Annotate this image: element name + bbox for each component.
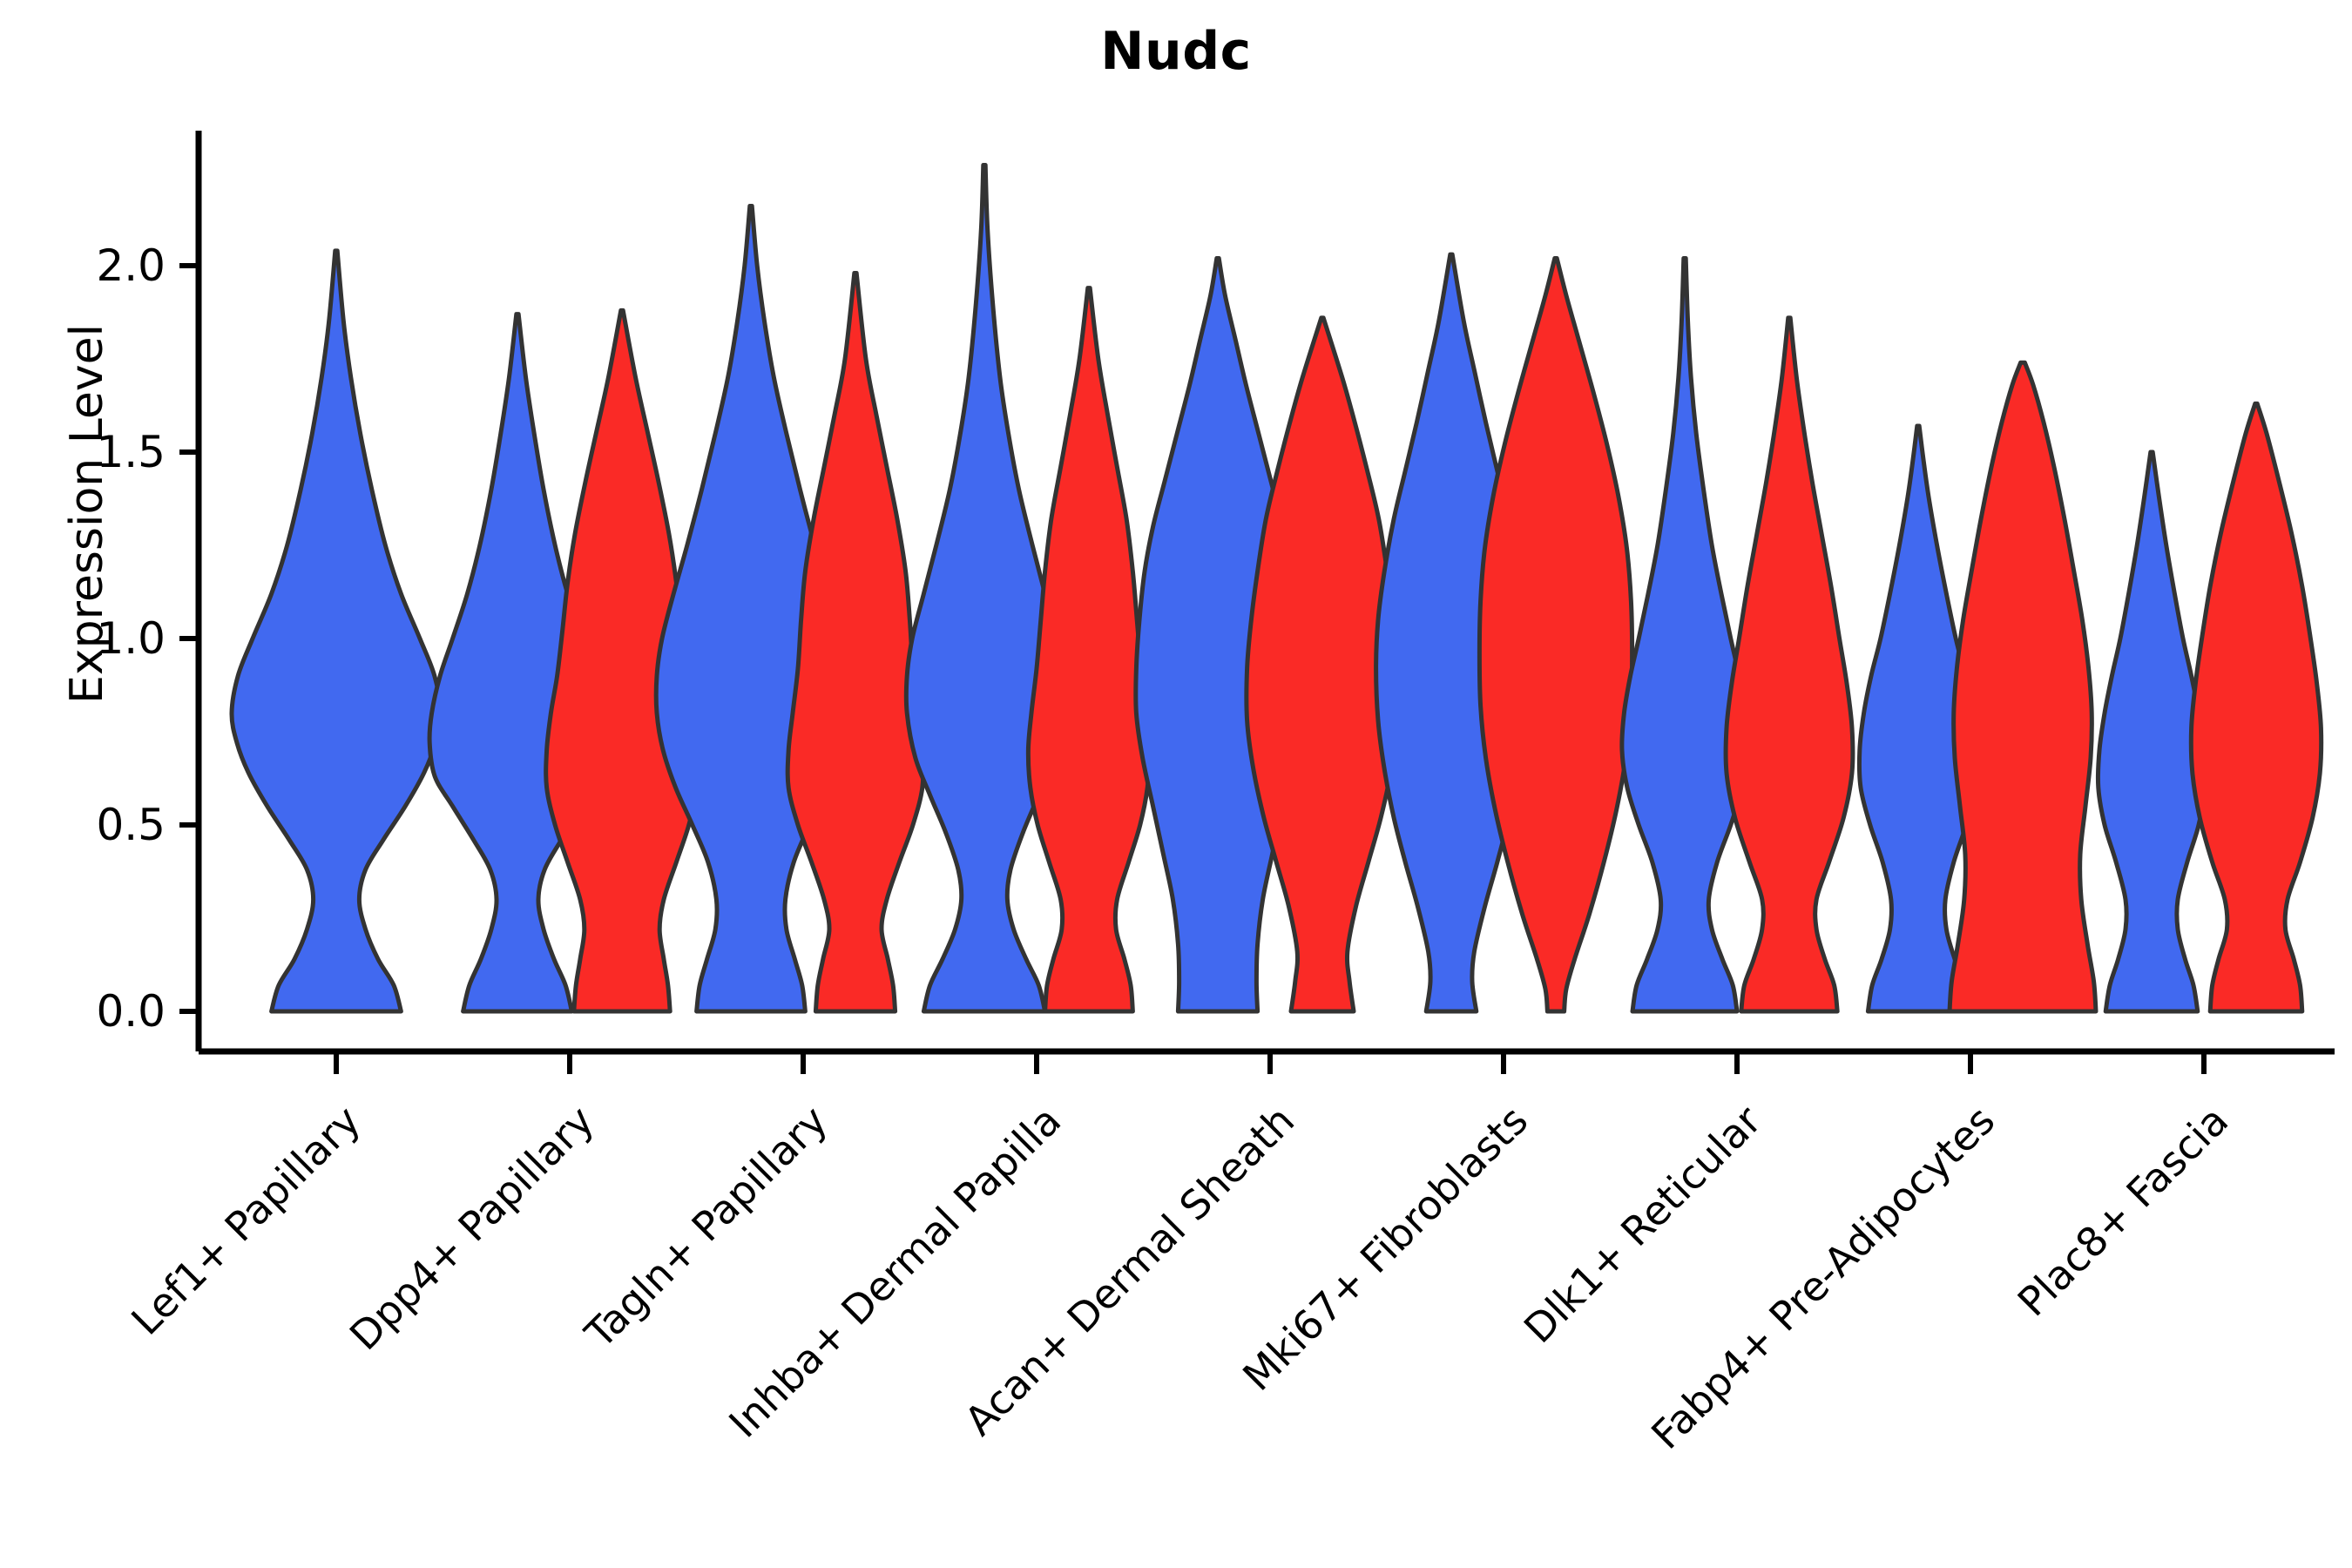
y-tick-label: 2.0 (96, 240, 166, 291)
violin-2-red[interactable] (785, 271, 926, 1014)
violin-0-blue[interactable] (229, 248, 443, 1014)
y-tick-label: 1.0 (96, 613, 166, 664)
y-axis-tick-labels: 0.0 0.5 1.0 1.5 2.0 (26, 0, 166, 1568)
violin-1-red[interactable] (544, 308, 700, 1014)
violin-5-red[interactable] (1477, 255, 1635, 1014)
y-tick-label: 1.5 (96, 427, 166, 477)
violin-8-blue[interactable] (2095, 449, 2208, 1014)
violin-6-blue[interactable] (1619, 255, 1750, 1014)
violin-4-red[interactable] (1244, 315, 1401, 1014)
violin-3-blue[interactable] (903, 162, 1065, 1014)
y-tick-label: 0.5 (96, 800, 166, 850)
violin-7-blue[interactable] (1856, 423, 1980, 1014)
violin-8-red[interactable] (2188, 401, 2324, 1014)
violin-3-red[interactable] (1025, 286, 1152, 1014)
page-title: Nudc (1100, 21, 1252, 82)
y-tick-label: 0.0 (96, 986, 166, 1037)
violin-7-red[interactable] (1947, 360, 2099, 1014)
violin-6-red[interactable] (1723, 315, 1855, 1014)
